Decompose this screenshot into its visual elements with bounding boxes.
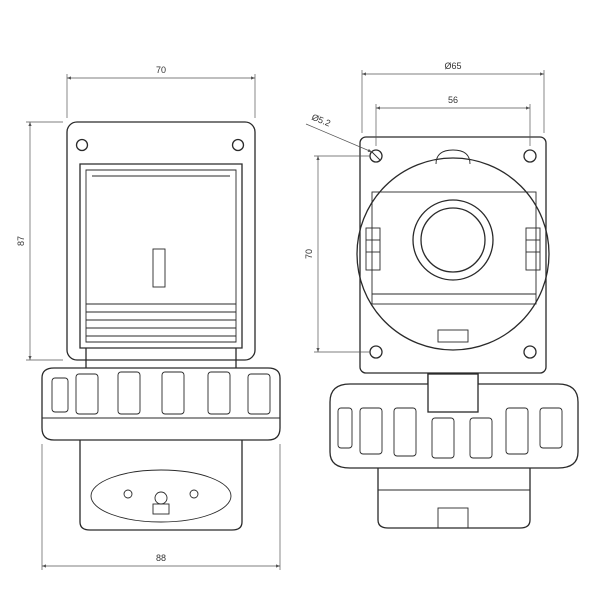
dim-label-hole-spacing: 56	[448, 95, 458, 105]
side-bottom-key	[437, 507, 469, 529]
front-view	[41, 121, 281, 531]
front-ring-ribs	[42, 371, 280, 419]
side-grips-left	[365, 227, 381, 271]
side-bottom-latch	[437, 329, 469, 343]
front-housing	[79, 163, 243, 349]
front-threaded-collar	[86, 303, 236, 337]
front-plug-face	[90, 469, 232, 523]
side-view	[329, 136, 579, 529]
side-inner-frame	[371, 191, 537, 305]
side-mounting-hole-top-right	[523, 149, 537, 163]
front-pin-center	[154, 491, 168, 505]
dim-label-width-front: 70	[156, 65, 166, 75]
dim-label-hole-vertical: 70	[304, 249, 314, 259]
side-round-housing	[356, 157, 550, 351]
side-socket-outer	[412, 199, 494, 281]
dim-label-width-ring: 88	[156, 553, 166, 563]
side-dimensions: Ø65 56 Ø5.2 70	[304, 61, 545, 353]
side-mounting-hole-bottom-left	[369, 345, 383, 359]
front-mounting-hole-top-left	[75, 138, 89, 152]
front-earth-key	[152, 503, 170, 515]
dim-label-hole-diameter: Ø5.2	[310, 112, 332, 129]
side-ring-ribs	[337, 407, 563, 459]
front-locking-ring	[41, 367, 281, 441]
front-pin-right	[189, 489, 199, 499]
front-mounting-hole-top-right	[231, 138, 245, 152]
dim-leader-hole-diameter	[305, 123, 373, 153]
side-grips-right	[525, 227, 541, 271]
dim-label-height-front: 87	[16, 236, 26, 246]
dim-label-diameter-side: Ø65	[444, 61, 461, 71]
front-latch-slot	[152, 248, 166, 288]
front-lower-body	[79, 440, 243, 531]
front-neck	[85, 348, 237, 370]
front-housing-inner	[85, 169, 237, 343]
front-dimensions: 70 87 88	[16, 65, 281, 570]
front-mounting-plate	[66, 121, 256, 361]
side-mounting-plate	[359, 136, 547, 374]
front-pin-left	[123, 489, 133, 499]
side-socket-inner	[420, 207, 486, 273]
side-top-clip	[435, 149, 471, 165]
side-lower-body	[377, 468, 531, 529]
side-mounting-hole-bottom-right	[523, 345, 537, 359]
